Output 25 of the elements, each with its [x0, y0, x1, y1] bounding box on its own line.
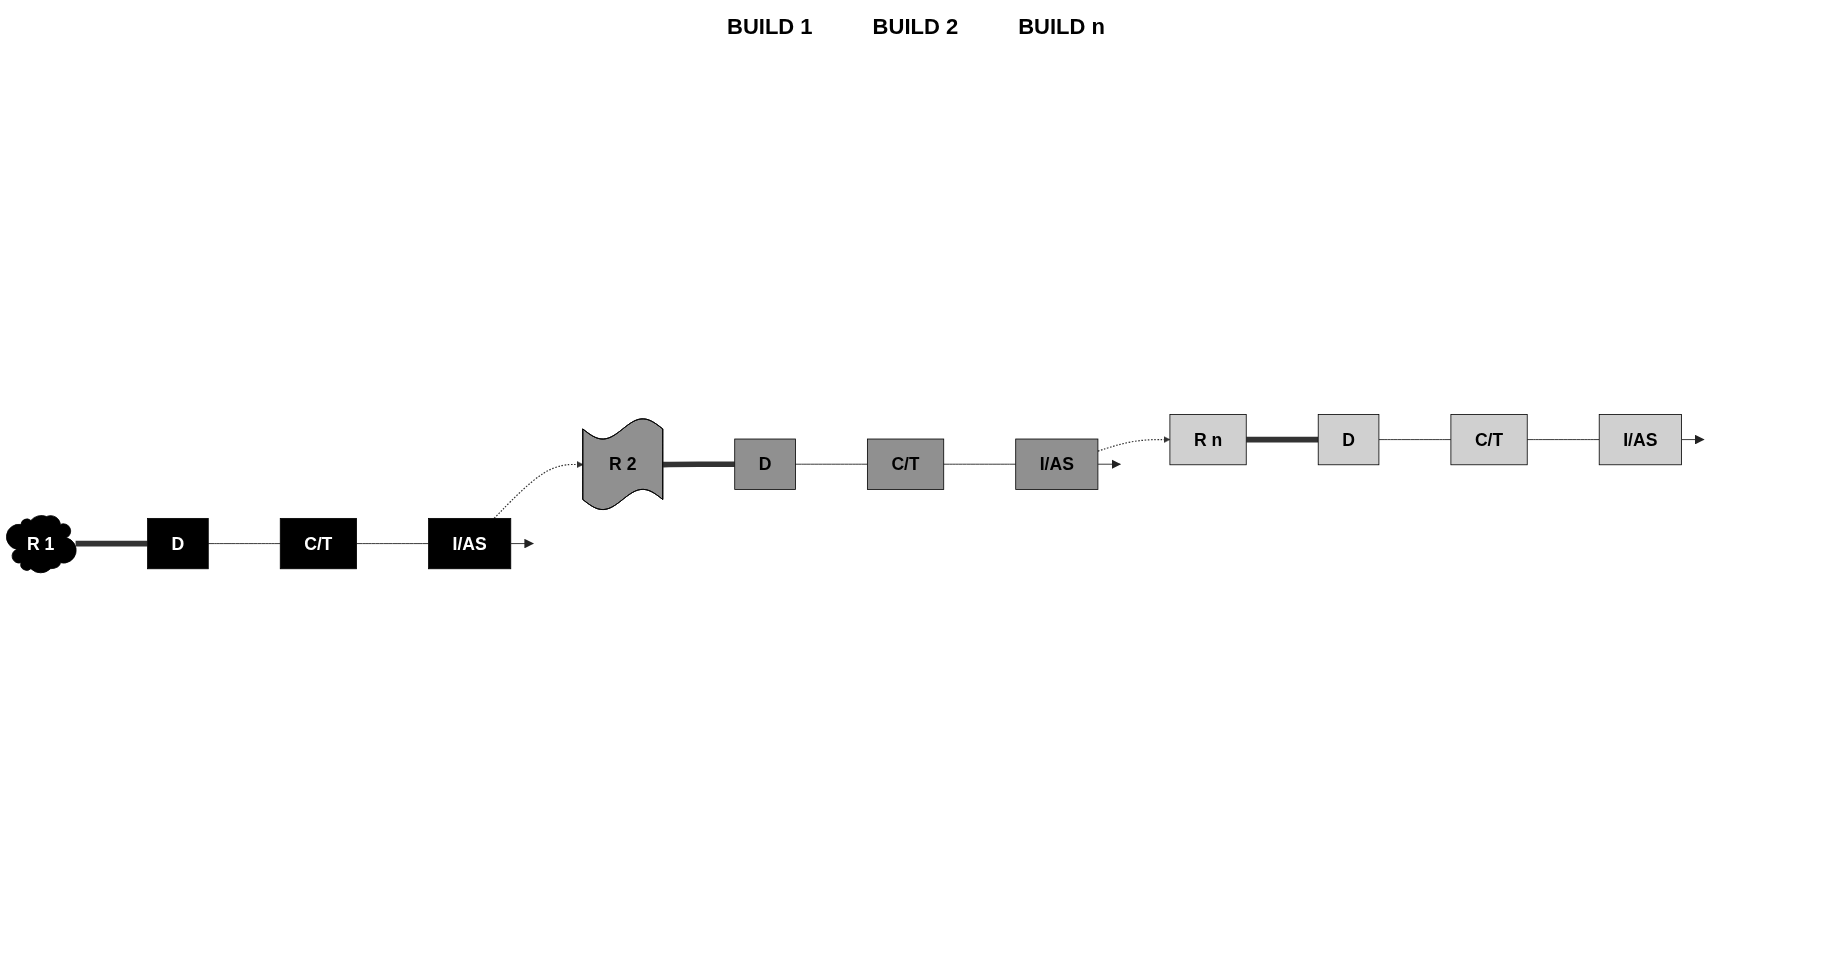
- connector: [207, 543, 281, 545]
- arrow: [493, 461, 584, 520]
- process-box: C/T: [867, 439, 945, 491]
- connector: [356, 543, 430, 545]
- process-box: R n: [1169, 414, 1247, 466]
- process-box: I/AS: [1015, 439, 1099, 491]
- process-box: I/AS: [1598, 414, 1682, 466]
- build-heading: BUILD n: [1018, 14, 1105, 40]
- process-box: D: [734, 439, 796, 491]
- process-box: I/AS: [428, 518, 512, 570]
- connector: [794, 464, 868, 466]
- flag-shape: R 2: [582, 418, 664, 511]
- build-heading: BUILD 1: [727, 14, 813, 40]
- process-box: D: [1317, 414, 1380, 466]
- build-heading: BUILD 2: [872, 14, 959, 40]
- process-box: C/T: [279, 518, 357, 570]
- connector: [1526, 439, 1600, 441]
- process-box: C/T: [1450, 414, 1528, 466]
- blob-shape: R 1: [6, 515, 77, 574]
- connector: [943, 464, 1017, 466]
- connector: [75, 541, 148, 547]
- connector: [1246, 437, 1319, 443]
- connector: [1378, 439, 1452, 441]
- connector: [663, 461, 735, 468]
- process-box: D: [147, 518, 209, 570]
